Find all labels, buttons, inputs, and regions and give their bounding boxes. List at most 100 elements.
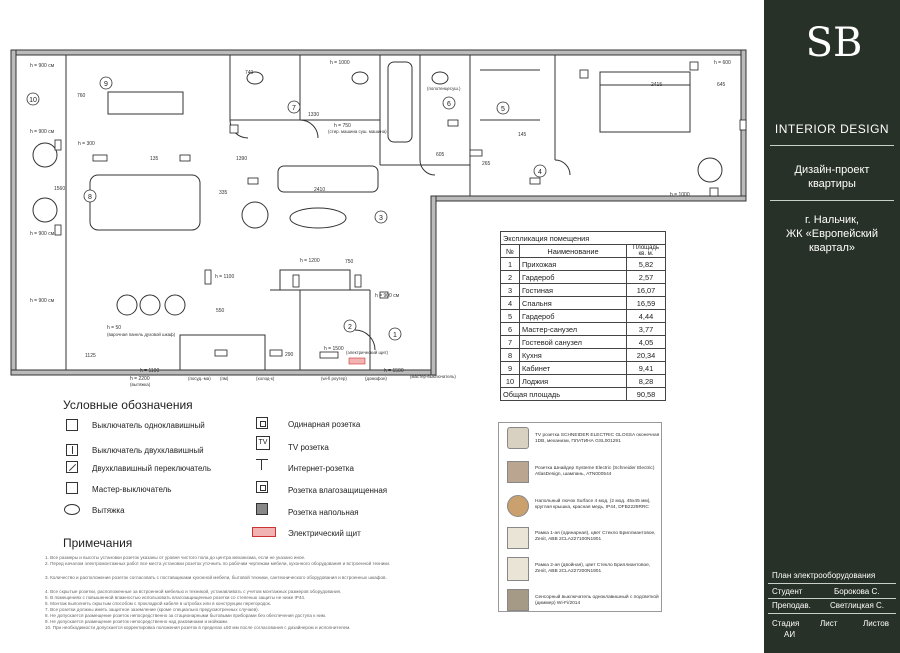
room-number-1: 1 [393, 332, 397, 339]
notes-title: Примечания [63, 536, 133, 550]
product-description: Рамка 2-ая (двойная), цвет Стекло Брилли… [535, 563, 651, 574]
product-description: TV розетка SCHNEIDER ELECTRIC GLOSSA око… [535, 433, 660, 444]
dim-label: 2410 [314, 187, 325, 193]
table-header: Наименование [519, 244, 627, 258]
room-number-8: 8 [88, 194, 92, 201]
dim-label: 290 [285, 352, 294, 358]
drawing-title: План электрооборудования [772, 571, 876, 580]
appliance-label: (мастер-выключатель) [410, 374, 456, 379]
sb-logo: SB [806, 20, 863, 66]
note-item: 8. Не допускается размещение розеток неп… [45, 613, 327, 618]
height-label: h = 300 [78, 141, 95, 147]
hood-icon [64, 504, 80, 515]
student-label: Студент [772, 587, 803, 596]
note-item: 1. Все размеры и высоты установки розето… [45, 555, 306, 560]
floor-plan: 1 2 3 4 5 6 7 8 9 10 1125 1560 1390 2410… [10, 49, 747, 387]
socket-image [507, 461, 529, 483]
appliance-label: (пм) [220, 376, 229, 381]
room-number-2: 2 [348, 324, 352, 331]
appliance-label: (wi-fi роутер) [321, 376, 347, 381]
height-label: h = 1000 [670, 192, 690, 198]
room-number-3: 3 [379, 215, 383, 222]
title-sidebar: SB INTERIOR DESIGN Дизайн-проект квартир… [764, 0, 900, 653]
height-label: h = 2200 [130, 376, 150, 382]
dim-label: 550 [216, 308, 225, 314]
height-label: h = 1500 [324, 346, 344, 352]
dim-label: 750 [345, 259, 354, 265]
room-number-5: 5 [501, 106, 505, 113]
height-label: h = 50 [107, 325, 121, 331]
appliance-label: (полотенцесуш.) [427, 86, 461, 91]
legend-item: Интернет-розетка [288, 464, 354, 473]
note-item: 6. Монтаж выполнять скрытым способом с п… [45, 601, 272, 606]
height-label: h = 1100 [215, 274, 234, 280]
room-number-9: 9 [104, 81, 108, 88]
divider [770, 145, 894, 146]
legend-item: Одинарная розетка [288, 420, 361, 429]
dim-label: 605 [436, 152, 445, 158]
stage-label: Стадия [772, 619, 800, 628]
room-number-10: 10 [29, 97, 37, 104]
room-number-4: 4 [538, 169, 542, 176]
dim-label: 1560 [54, 186, 65, 192]
location-line1: г. Нальчик, [804, 214, 859, 226]
height-label: h = 900 см [30, 129, 55, 135]
touch-switch-image [507, 589, 529, 611]
project-line2: квартиры [808, 178, 856, 190]
appliance-label: (домофон) [365, 376, 387, 381]
tv-socket-image [507, 427, 529, 449]
sheets-label: Листов [863, 619, 889, 628]
note-item: 7. Все розетки должны иметь защитное заз… [45, 607, 259, 612]
appliance-label: (варочная панель духовой шкаф) [107, 332, 176, 337]
legend-item: Вытяжка [92, 506, 125, 515]
appliance-label: (стир. машина суш. машина) [328, 129, 387, 134]
height-label: h = 1200 [300, 258, 320, 264]
student-name: Борокова С. [834, 587, 880, 596]
explication-title: Экспликация помещения [503, 233, 590, 243]
brand-name: INTERIOR DESIGN [774, 122, 890, 136]
height-label: h = 750 [334, 123, 351, 129]
note-item: 4. Все скрытые розетки, расположенные за… [45, 589, 342, 594]
location-line2: ЖК «Европейский [786, 228, 878, 240]
height-label: h = 1100 [140, 368, 159, 374]
note-item: 2. Перед началом электромонтажных работ … [45, 561, 391, 566]
location-line3: квартал» [808, 242, 856, 254]
sheet-label: Лист [820, 619, 838, 628]
product-description: Напольный лючок Surface 4 мод. (2 мод. 4… [535, 499, 651, 510]
dim-label: 145 [518, 132, 527, 138]
legend-item: Выключатель одноклавишный [92, 421, 205, 430]
double-switch-icon [66, 444, 78, 456]
table-header: Площадь кв. м. [626, 244, 666, 258]
legend-item: TV розетка [288, 443, 329, 452]
table-header: № [500, 244, 520, 258]
dim-label: 135 [150, 156, 159, 162]
product-description: Сенсорный выключатель одноклавишный с по… [535, 595, 659, 606]
dim-label: 2415 [651, 82, 662, 88]
product-description: Розетка Шнайдер Systeme Electric (Schnei… [535, 466, 655, 477]
waterproof-socket-icon [256, 481, 268, 493]
appliance-label: (холод-к) [256, 376, 275, 381]
legend-item: Выключатель двухклавишный [92, 446, 204, 455]
legend-title: Условные обозначения [63, 398, 193, 412]
note-item: 3. Количество и расположение розеток сог… [45, 575, 387, 580]
socket-icon [256, 417, 268, 429]
room-number-7: 7 [292, 105, 296, 112]
height-label: h = 900 см [375, 293, 400, 299]
height-label: h = 900 см [30, 298, 55, 304]
stage-value: АИ [784, 630, 796, 639]
appliance-label: (вытяжка) [130, 382, 151, 387]
product-description: Рамка 1-ая (одинарная), цвет Стекло Брил… [535, 531, 656, 542]
svg-text:SB: SB [806, 20, 863, 66]
appliance-label: (посуд.-ма) [188, 376, 211, 381]
teacher-name: Светлицкая С. [830, 601, 885, 610]
electrical-panel-icon [252, 527, 276, 537]
